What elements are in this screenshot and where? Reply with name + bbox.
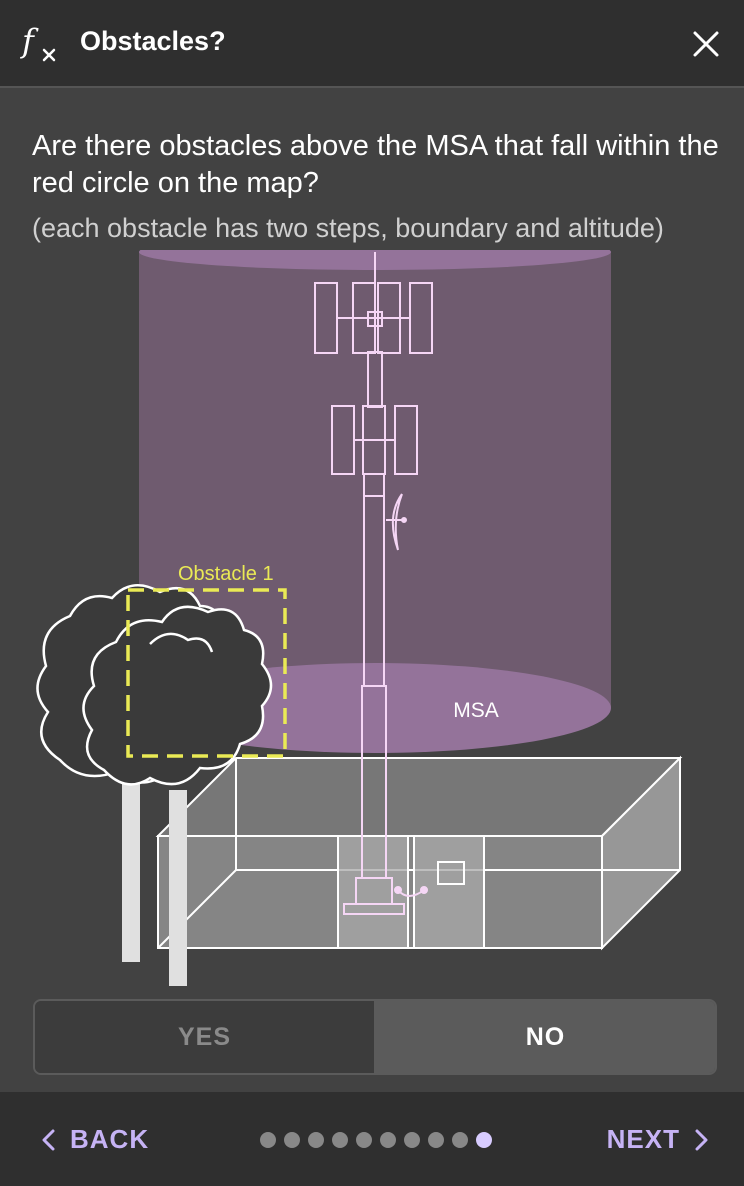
dialog-footer: BACK NEXT [0, 1092, 744, 1186]
page-indicator [260, 1132, 492, 1148]
page-dot [308, 1132, 324, 1148]
page-dot [428, 1132, 444, 1148]
page-dot [404, 1132, 420, 1148]
no-button[interactable]: NO [376, 1001, 715, 1073]
question-text: Are there obstacles above the MSA that f… [32, 130, 719, 199]
yes-no-toggle: YES NO [33, 999, 717, 1075]
obstacle-boundary [126, 588, 287, 758]
tree-trunk-1 [122, 780, 140, 962]
svg-text:f: f [20, 22, 39, 60]
tower [314, 252, 433, 915]
dialog-header: f Obstacles? [0, 0, 744, 88]
msa-label: MSA [453, 699, 499, 722]
hint-text: (each obstacle has two steps, boundary a… [32, 213, 664, 243]
page-dot [452, 1132, 468, 1148]
yes-button[interactable]: YES [35, 1001, 376, 1073]
obstacle-label: Obstacle 1 [178, 563, 274, 585]
tree-crowns [36, 584, 273, 786]
back-label: BACK [70, 1124, 150, 1154]
dialog-title: Obstacles? [80, 26, 226, 56]
page-dot [260, 1132, 276, 1148]
page-dot [380, 1132, 396, 1148]
chevron-left-icon [42, 1129, 55, 1150]
page-dot-active [476, 1132, 492, 1148]
page-dot [284, 1132, 300, 1148]
next-button[interactable]: NEXT [607, 1124, 710, 1155]
back-button[interactable]: BACK [40, 1124, 149, 1155]
chevron-right-icon [695, 1129, 708, 1150]
obstacle-illustration: MSA Obstacle 1 [36, 250, 683, 986]
building [155, 755, 683, 951]
page-dot [356, 1132, 372, 1148]
next-label: NEXT [606, 1124, 680, 1154]
page-dot [332, 1132, 348, 1148]
fx-icon: f [20, 22, 56, 62]
tree-trunk-2 [169, 790, 187, 986]
close-icon[interactable] [690, 28, 722, 60]
